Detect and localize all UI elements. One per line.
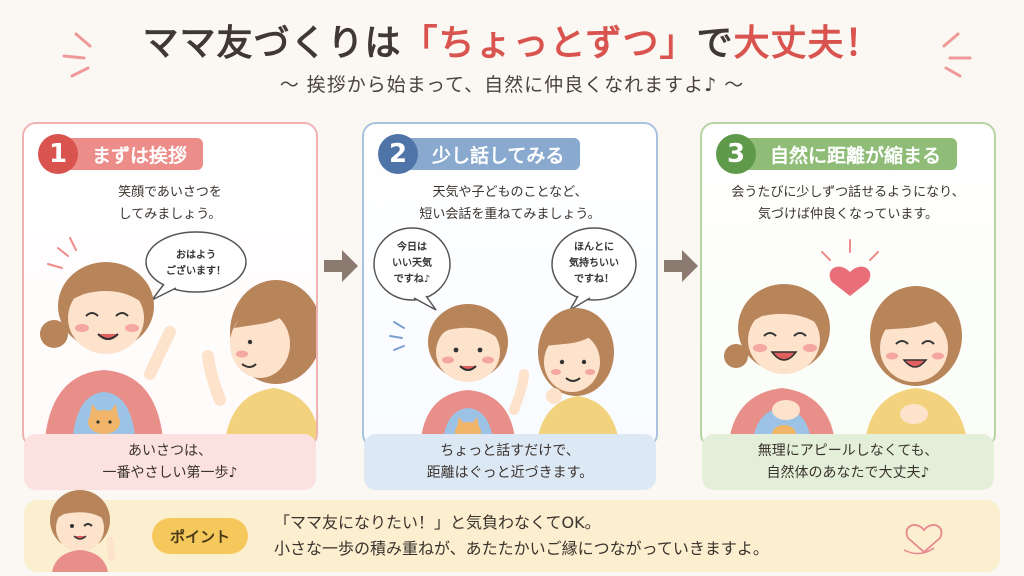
step-card-2: 2 少し話してみる 天気や子どものことなど、 短い会話を重ねてみましょう。 今日…	[362, 122, 658, 448]
step-card-3: 3 自然に距離が縮まる 会うたびに少しずつ話せるようになり、 気づけば仲良くなっ…	[700, 122, 996, 448]
chat-illustration: 今日は いい天気 ですね♪ ほんとに 気持ちいい ですね！	[373, 227, 637, 446]
step-label: 少し話してみる	[410, 138, 581, 170]
footer-line: 一番やさしい第一歩♪	[102, 465, 238, 481]
bubble-line: ほんとに	[574, 241, 614, 253]
speech-bubble: 今日は いい天気 ですね♪	[373, 227, 451, 311]
footer-line: 距離はぐっと近づきます。	[426, 465, 594, 481]
desc-line: 短い会話を重ねてみましょう。	[419, 207, 601, 222]
step-header: 1 まずは挨拶	[38, 134, 204, 174]
page-subtitle: 〜 挨拶から始まって、自然に仲良くなれますよ♪ 〜	[279, 74, 745, 96]
step-number: 1	[38, 134, 78, 174]
step-label: まずは挨拶	[70, 138, 204, 170]
title-part: ママ友づくりは	[142, 23, 402, 64]
footer-line: あいさつは、	[128, 443, 212, 459]
step-number: 2	[378, 134, 418, 174]
desc-line: 気づけば仲良くなっています。	[757, 207, 939, 222]
bubble-line: ございます！	[166, 264, 226, 277]
bubble-line: 今日は	[396, 240, 427, 253]
footer-line: 自然体のあなたで大丈夫♪	[766, 465, 930, 481]
bubble-line: ですね！	[574, 273, 614, 285]
step-card-1: 1 まずは挨拶 笑顔であいさつを してみましょう。 おはよう ございます！	[22, 122, 318, 448]
step-footer: ちょっと話すだけで、 距離はぐっと近づきます。	[364, 434, 656, 490]
bubble-line: いい天気	[392, 256, 432, 269]
point-line: 「ママ友になりたい！」と気負わなくてOK。	[274, 513, 601, 532]
heart-icon	[903, 524, 943, 555]
point-badge: ポイント	[152, 518, 248, 554]
mom-figure	[420, 304, 529, 446]
sparkle-icon	[942, 32, 972, 78]
point-section: ポイント 「ママ友になりたい！」と気負わなくてOK。 小さな一歩の積み重ねが、あ…	[24, 490, 1000, 572]
desc-line: 会うたびに少しずつ話せるようになり、	[731, 185, 965, 200]
step-footer: 無理にアピールしなくても、 自然体のあなたで大丈夫♪	[702, 434, 994, 490]
arrow-right-icon	[324, 250, 358, 282]
step-header: 2 少し話してみる	[378, 134, 581, 174]
title-accent: 大丈夫！	[733, 23, 882, 64]
mom-avatar	[50, 490, 116, 572]
desc-line: 天気や子どものことなど、	[432, 185, 588, 200]
speech-bubble: ほんとに 気持ちいい ですね！	[551, 227, 637, 313]
title-part: で	[696, 23, 734, 64]
step-description: 天気や子どものことなど、 短い会話を重ねてみましょう。	[364, 182, 656, 226]
step-footer: あいさつは、 一番やさしい第一歩♪	[24, 434, 316, 490]
mom-figure	[724, 284, 836, 446]
step-number: 3	[716, 134, 756, 174]
step-description: 笑顔であいさつを してみましょう。	[24, 182, 316, 226]
cat-icon	[88, 404, 120, 434]
speech-bubble: おはよう ございます！	[145, 231, 247, 301]
footer-line: 無理にアピールしなくても、	[757, 443, 939, 459]
bubble-line: ですね♪	[394, 273, 430, 285]
point-text: 「ママ友になりたい！」と気負わなくてOK。 小さな一歩の積み重ねが、あたたかいご…	[274, 510, 769, 562]
mom-figure	[202, 280, 316, 446]
mom-figure	[536, 308, 620, 446]
mom-figure	[864, 286, 968, 446]
page-title: ママ友づくりは「ちょっとずつ」で大丈夫！	[0, 14, 1024, 66]
point-line: 小さな一歩の積み重ねが、あたたかいご縁につながっていきますよ。	[274, 539, 769, 558]
footer-line: ちょっと話すだけで、	[440, 443, 580, 459]
heart-icon	[821, 239, 879, 296]
step-description: 会うたびに少しずつ話せるようになり、 気づけば仲良くなっています。	[702, 182, 994, 226]
desc-line: してみましょう。	[118, 207, 222, 222]
mom-figure	[40, 262, 176, 446]
title-accent: 「ちょっとずつ」	[401, 23, 697, 64]
arrow-right-icon	[664, 250, 698, 282]
bubble-line: 気持ちいい	[568, 256, 619, 269]
sparkle-icon	[62, 32, 92, 78]
friends-illustration	[724, 239, 968, 446]
greeting-illustration: おはよう ございます！	[40, 231, 316, 446]
bubble-line: おはよう	[176, 249, 216, 261]
desc-line: 笑顔であいさつを	[118, 185, 222, 200]
step-header: 3 自然に距離が縮まる	[716, 134, 958, 174]
step-label: 自然に距離が縮まる	[748, 138, 958, 170]
